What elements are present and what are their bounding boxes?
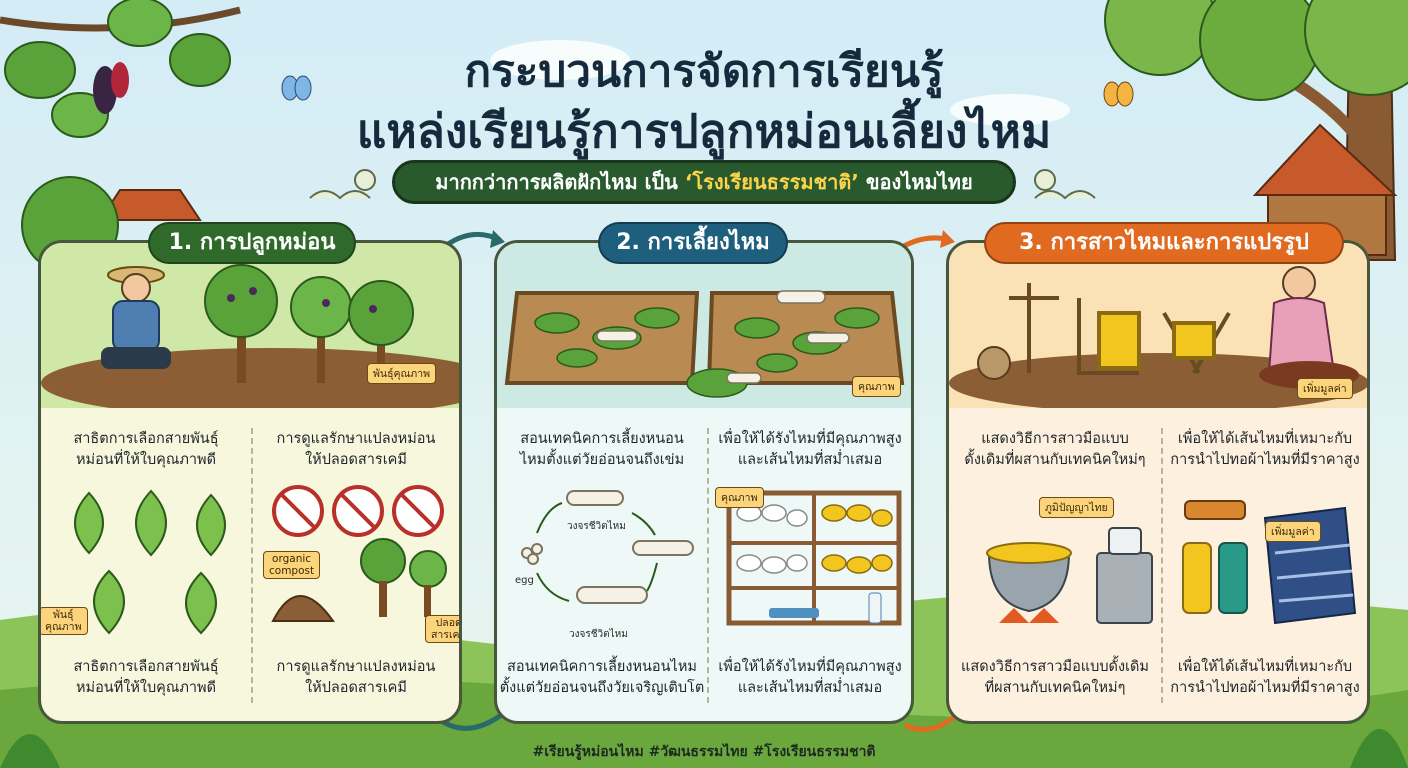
line: เพื่อให้ได้เส้นไหมที่เหมาะกับ xyxy=(1177,431,1353,447)
butterfly-icon xyxy=(1103,81,1134,107)
line: ตั้งแต่วัยอ่อนจนถึงวัยเจริญเติบโต xyxy=(499,680,705,696)
silkworm-icon xyxy=(309,169,376,200)
step1-heading: 1. การปลูกหม่อน xyxy=(148,222,356,264)
line: สารเคมี xyxy=(431,629,460,641)
line: และเส้นไหมที่สม่ำเสมอ xyxy=(737,452,883,468)
reeling-frame-icon xyxy=(1009,283,1231,375)
line: การนำไปทอผ้าไหมที่มีราคาสูง xyxy=(1170,680,1360,696)
tag-quality-rack: คุณภาพ xyxy=(715,487,764,508)
step1-text-c: สาธิตการเลือกสายพันธุ์ หม่อนที่ให้ใบคุณภ… xyxy=(41,657,251,699)
line: หม่อนที่ให้ใบคุณภาพดี xyxy=(75,680,217,696)
step1-text-b: การดูแลรักษาแปลงหม่อน ให้ปลอดสารเคมี xyxy=(253,429,459,471)
subtitle-highlight: ‘โรงเรียนธรรมชาติ’ xyxy=(684,170,859,194)
tag-value-added-cloth: เพิ่มมูลค่า xyxy=(1265,521,1321,542)
line: สาธิตการเลือกสายพันธุ์ xyxy=(73,431,219,447)
line: การดูแลรักษาแปลงหม่อน xyxy=(276,659,436,675)
line: เพื่อให้ได้รังไหมที่มีคุณภาพสูง xyxy=(718,431,902,447)
silkworm-trays-illustration xyxy=(497,243,911,408)
butterfly-icon xyxy=(281,75,312,101)
step2-text-b: เพื่อให้ได้รังไหมที่มีคุณภาพสูง และเส้นไ… xyxy=(709,429,911,471)
tag-quality-breed-leaf: พันธุ์คุณภาพ xyxy=(41,607,88,635)
line: organic xyxy=(272,553,312,565)
step1-text-a: สาธิตการเลือกสายพันธุ์ หม่อนที่ให้ใบคุณภ… xyxy=(41,429,251,471)
line: การนำไปทอผ้าไหมที่มีราคาสูง xyxy=(1170,452,1360,468)
tag-quality-breed: พันธุ์คุณภาพ xyxy=(367,363,437,384)
step1-text-d: การดูแลรักษาแปลงหม่อน ให้ปลอดสารเคมี xyxy=(253,657,459,699)
page-title: กระบวนการจัดการเรียนรู้ xyxy=(464,46,944,97)
line: ไหมตั้งแต่วัยอ่อนจนถึงเข่ม xyxy=(519,452,685,468)
line: เพื่อให้ได้รังไหมที่มีคุณภาพสูง xyxy=(718,659,902,675)
line: ดั้งเดิมที่ผสานกับเทคนิคใหม่ๆ xyxy=(964,452,1146,468)
tag-thai-wisdom: ภูมิปัญญาไทย xyxy=(1039,497,1114,518)
step3-text-a: แสดงวิธีการสาวมือแบบ ดั้งเดิมที่ผสานกับเ… xyxy=(949,429,1161,471)
line: ปลอด xyxy=(435,617,462,629)
egg-label: egg xyxy=(515,575,534,586)
column-divider xyxy=(1161,428,1163,703)
step3-text-b: เพื่อให้ได้เส้นไหมที่เหมาะกับ การนำไปทอผ… xyxy=(1163,429,1367,471)
step-panel-reeling: เพิ่มมูลค่า แสดงวิธีการสาวมือแบบ ดั้งเดิ… xyxy=(946,240,1370,724)
line: พันธุ์ xyxy=(53,609,74,621)
line: สาธิตการเลือกสายพันธุ์ xyxy=(73,659,219,675)
subtitle-text-end: ของไหมไทย xyxy=(858,170,973,194)
line: สอนเทคนิคการเลี้ยงหนอนไหม xyxy=(507,659,697,675)
step-panel-rearing: คุณภาพ สอนเทคนิคการเลี้ยงหนอน ไหมตั้งแต่… xyxy=(494,240,914,724)
line: หม่อนที่ให้ใบคุณภาพดี xyxy=(75,452,217,468)
subtitle-text: มากกว่าการผลิตฝักไหม เป็น xyxy=(435,170,685,194)
line: แสดงวิธีการสาวมือแบบ xyxy=(981,431,1129,447)
silkworm-icon xyxy=(1034,169,1096,200)
mulberry-leaves-icon xyxy=(74,489,226,635)
step3-text-d: เพื่อให้ได้เส้นไหมที่เหมาะกับ การนำไปทอผ… xyxy=(1163,657,1367,699)
cycle-label-bottom: วงจรชีวิตไหม xyxy=(569,629,628,640)
line: แสดงวิธีการสาวมือแบบดั้งเดิม xyxy=(961,659,1149,675)
step3-heading: 3. การสาวไหมและการแปรรูป xyxy=(984,222,1344,264)
boiling-pot-machine-icon xyxy=(986,527,1153,624)
step2-text-a: สอนเทคนิคการเลี้ยงหนอน ไหมตั้งแต่วัยอ่อน… xyxy=(497,429,707,471)
silk-spools-cloth-icon xyxy=(1182,500,1357,625)
step2-text-c: สอนเทคนิคการเลี้ยงหนอนไหม ตั้งแต่วัยอ่อน… xyxy=(497,657,707,699)
line: ให้ปลอดสารเคมี xyxy=(305,452,407,468)
mulberry-branch-icon xyxy=(0,0,241,138)
step2-heading: 2. การเลี้ยงไหม xyxy=(598,222,788,264)
step2-text-d: เพื่อให้ได้รังไหมที่มีคุณภาพสูง และเส้นไ… xyxy=(709,657,911,699)
line: คุณภาพ xyxy=(45,621,82,633)
tag-value-added: เพิ่มมูลค่า xyxy=(1297,378,1353,399)
tag-quality: คุณภาพ xyxy=(852,376,901,397)
hashtag-footer: #เรียนรู้หม่อนไหม #วัฒนธรรมไทย #โรงเรียน… xyxy=(532,744,876,760)
step-panel-planting: พันธุ์คุณภาพ สาธิตการเลือกสายพันธุ์ หม่อ… xyxy=(38,240,462,724)
tag-chemical-free: ปลอดสารเคมี xyxy=(425,615,462,643)
cocoon-rack-icon xyxy=(726,490,902,626)
line: ที่ผสานกับเทคนิคใหม่ๆ xyxy=(984,680,1126,696)
no-chemical-icons xyxy=(271,485,447,622)
line: การดูแลรักษาแปลงหม่อน xyxy=(276,431,436,447)
farmer-icon xyxy=(101,266,171,369)
page-title-line2: แหล่งเรียนรู้การปลูกหม่อนเลี้ยงไหม xyxy=(356,104,1052,158)
line: สอนเทคนิคการเลี้ยงหนอน xyxy=(520,431,684,447)
line: compost xyxy=(269,565,315,577)
line: และเส้นไหมที่สม่ำเสมอ xyxy=(737,680,883,696)
mulberry-tree-icon xyxy=(204,264,414,383)
column-divider xyxy=(251,428,253,703)
life-cycle-diagram xyxy=(521,490,694,604)
line: ให้ปลอดสารเคมี xyxy=(305,680,407,696)
line: เพื่อให้ได้เส้นไหมที่เหมาะกับ xyxy=(1177,659,1353,675)
column-divider xyxy=(707,428,709,703)
arrow-icon xyxy=(438,710,507,731)
cycle-label: วงจรชีวิตไหม xyxy=(567,521,626,532)
step3-text-c: แสดงวิธีการสาวมือแบบดั้งเดิม ที่ผสานกับเ… xyxy=(949,657,1161,699)
subtitle-banner: มากกว่าการผลิตฝักไหม เป็น ‘โรงเรียนธรรมช… xyxy=(392,160,1016,204)
